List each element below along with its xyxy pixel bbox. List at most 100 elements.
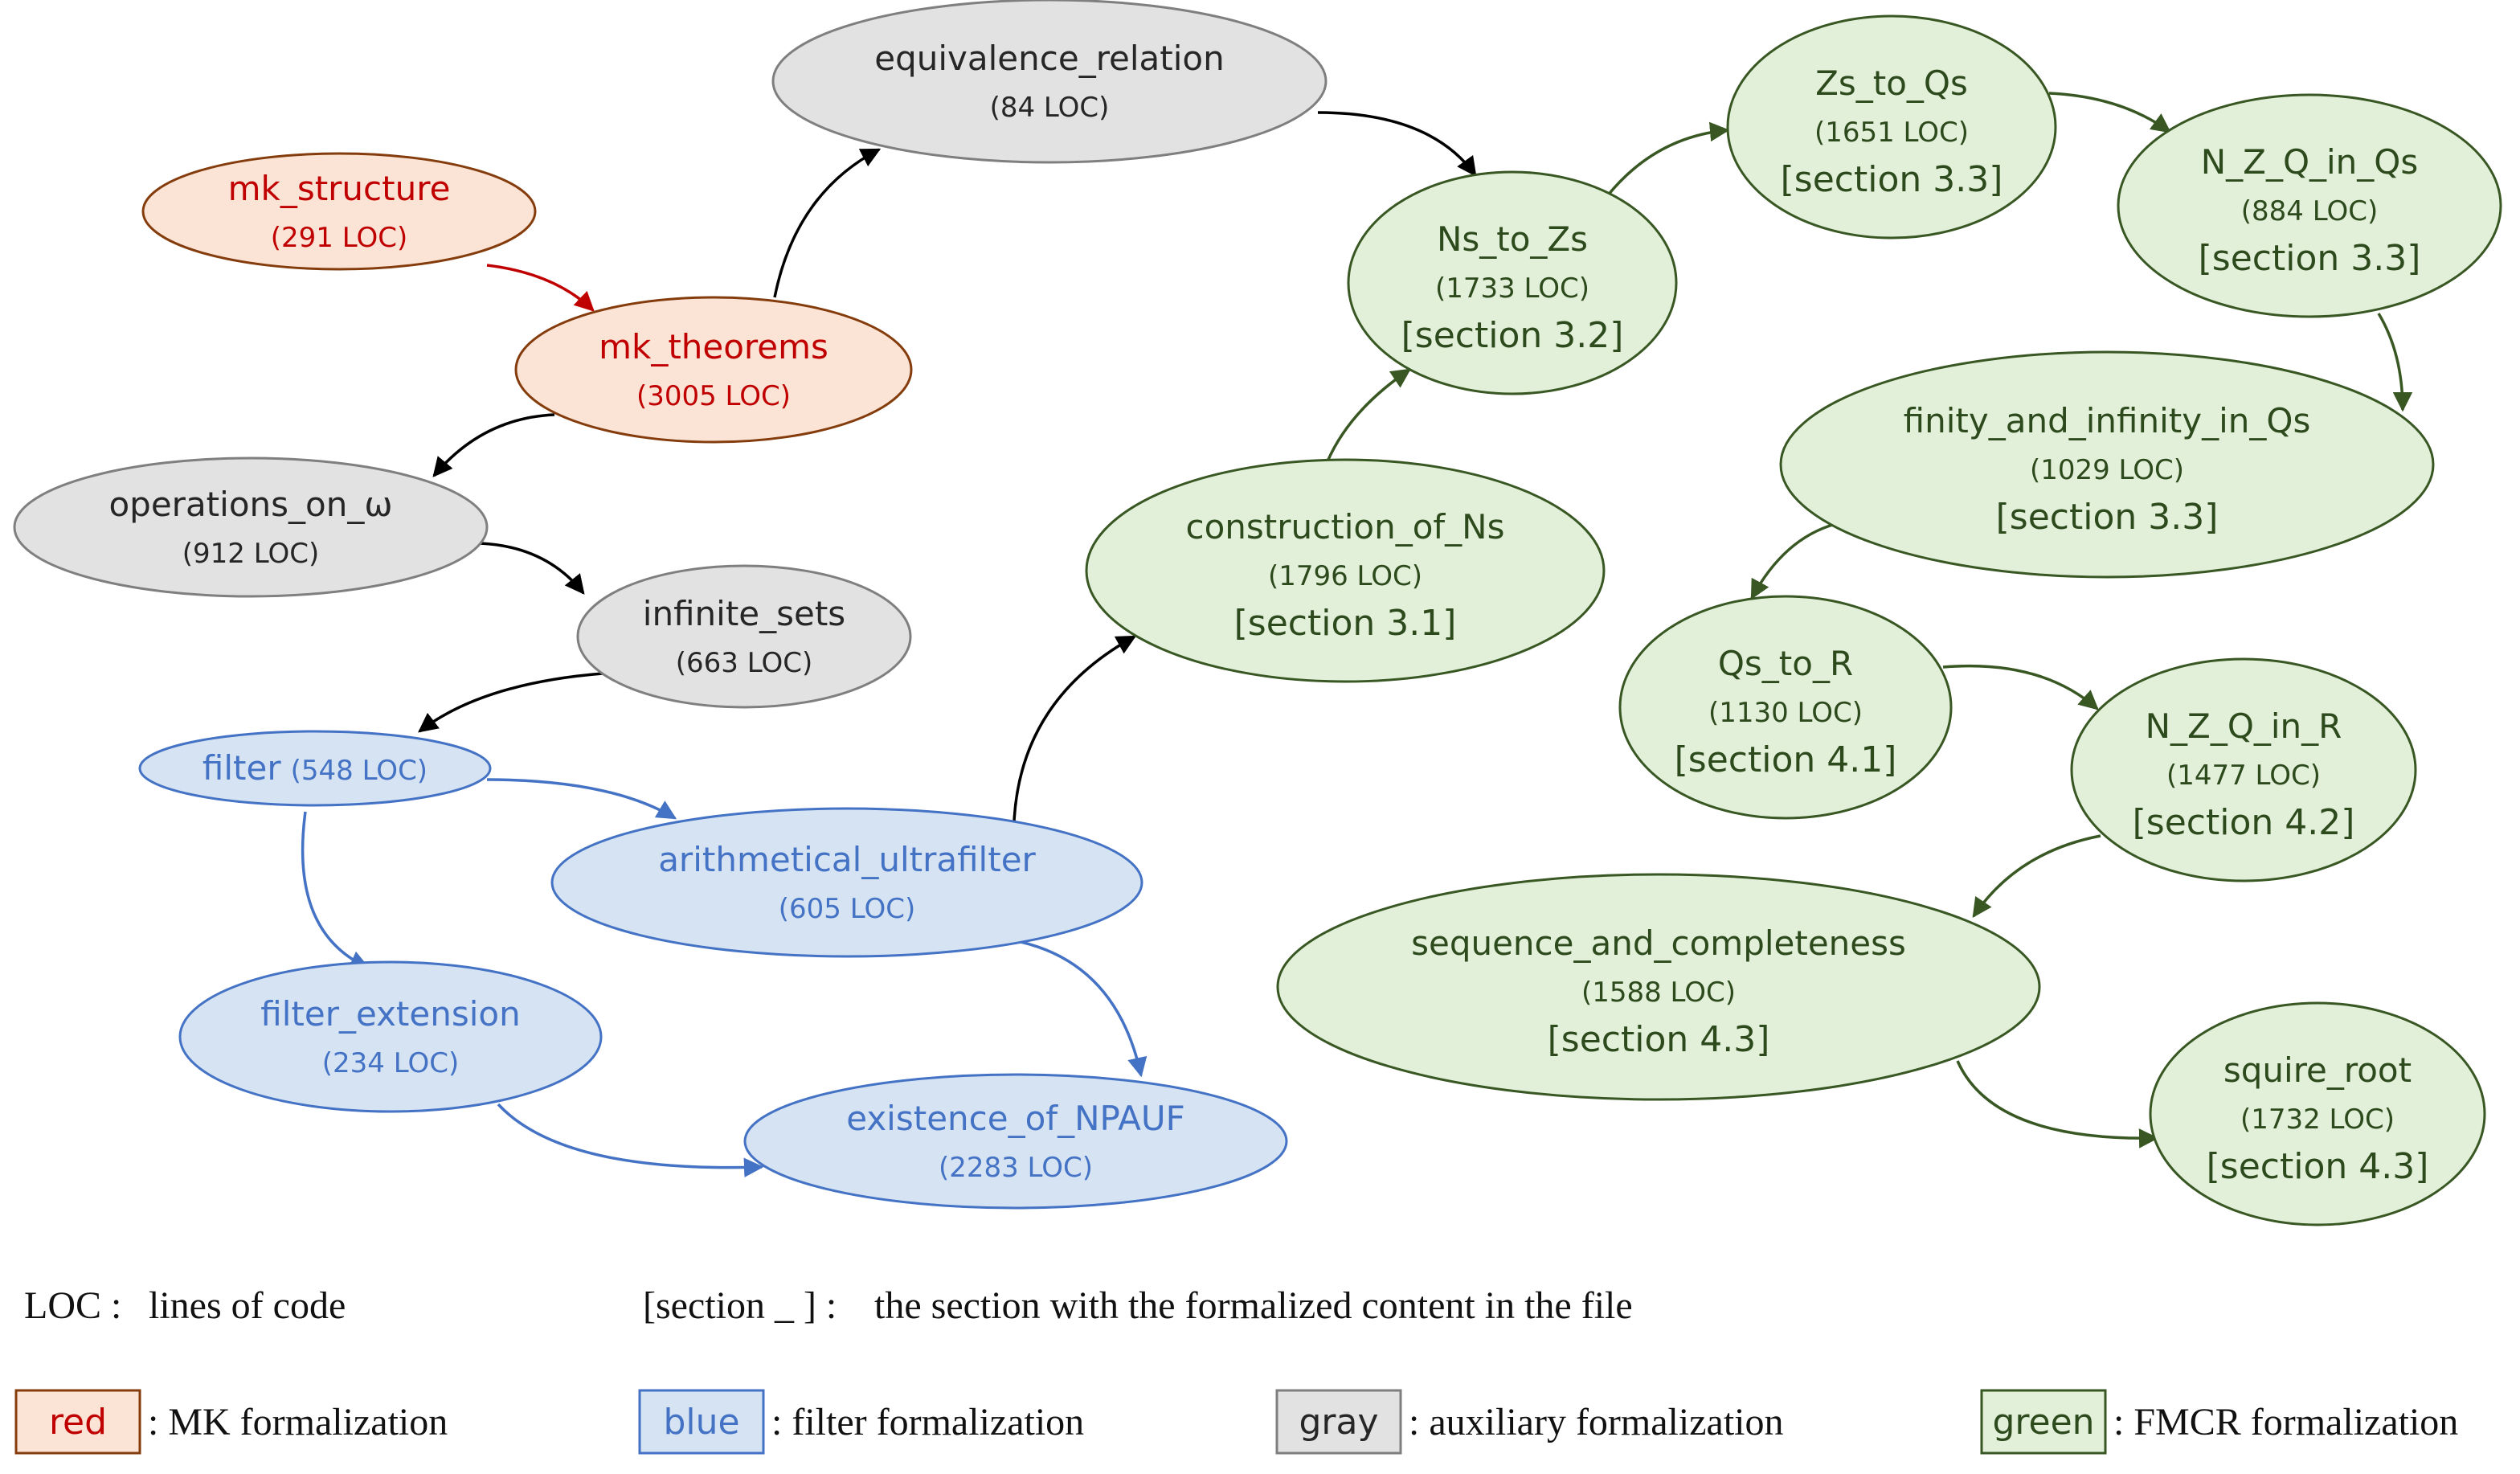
node-name-mk_theorems: mk_theorems bbox=[599, 327, 828, 366]
edge-arithmetical_ultrafilter-to-existence_of_NPAUF bbox=[1020, 940, 1148, 1078]
node-shape-Qs_to_R bbox=[1618, 595, 1953, 820]
node-name-Zs_to_Qs: Zs_to_Qs bbox=[1815, 63, 1968, 103]
node-Qs_to_R: Qs_to_R(1130 LOC)[section 4.1] bbox=[1618, 595, 1953, 820]
node-arithmetical_ultrafilter: arithmetical_ultrafilter(605 LOC) bbox=[550, 807, 1143, 958]
node-shape-Ns_to_Zs bbox=[1347, 170, 1678, 395]
legend-desc-blue: : filter formalization bbox=[771, 1401, 1084, 1443]
node-section-N_Z_Q_in_Qs: [section 3.3] bbox=[2199, 238, 2421, 279]
edge-operations_on_omega-to-infinite_sets bbox=[480, 542, 585, 595]
node-loc-filter: (548 LOC) bbox=[291, 755, 428, 787]
node-shape-existence_of_NPAUF bbox=[743, 1073, 1288, 1210]
node-shape-N_Z_Q_in_R bbox=[2070, 657, 2417, 882]
edge-filter-to-filter_extension bbox=[301, 811, 370, 970]
node-loc-Qs_to_R: (1130 LOC) bbox=[1708, 697, 1863, 729]
node-equivalence_relation: equivalence_relation (84 LOC) bbox=[771, 0, 1328, 164]
node-loc-Ns_to_Zs: (1733 LOC) bbox=[1435, 272, 1589, 305]
node-shape-squire_root bbox=[2149, 1001, 2486, 1226]
node-loc-arithmetical_ultrafilter: (605 LOC) bbox=[779, 893, 915, 925]
edge-N_Z_Q_in_R-to-sequence_and_completeness bbox=[1972, 834, 2101, 919]
legend-swatch-label-blue: blue bbox=[663, 1402, 739, 1443]
node-loc-sequence_and_completeness: (1588 LOC) bbox=[1581, 977, 1736, 1009]
legend-swatch-green bbox=[1980, 1389, 2107, 1455]
node-name-filter: filter bbox=[202, 748, 281, 788]
node-loc-operations_on_omega: (912 LOC) bbox=[182, 538, 319, 570]
node-section-Ns_to_Zs: [section 3.2] bbox=[1401, 315, 1624, 356]
node-name-infinite_sets: infinite_sets bbox=[643, 594, 845, 633]
node-name-N_Z_Q_in_Qs: N_Z_Q_in_Qs bbox=[2201, 142, 2418, 182]
node-name-sequence_and_completeness: sequence_and_completeness bbox=[1411, 923, 1906, 963]
edge-filter_extension-to-existence_of_NPAUF bbox=[497, 1103, 764, 1177]
legend-item-blue: blue : filter formalization bbox=[638, 1389, 1084, 1455]
edge-Ns_to_Zs-to-Zs_to_Qs bbox=[1606, 121, 1730, 198]
node-shape-filter_extension bbox=[178, 960, 603, 1113]
node-Zs_to_Qs: Zs_to_Qs (1651 LOC) [section 3.3] bbox=[1726, 14, 2057, 240]
node-filter: filter (548 LOC) bbox=[138, 730, 492, 807]
node-loc-infinite_sets: (663 LOC) bbox=[676, 647, 812, 679]
node-shape-equivalence_relation bbox=[771, 0, 1328, 164]
legend-desc-gray: : auxiliary formalization bbox=[1409, 1401, 1784, 1443]
node-existence_of_NPAUF: existence_of_NPAUF (2283 LOC) bbox=[743, 1073, 1288, 1210]
node-loc-squire_root: (1732 LOC) bbox=[2240, 1103, 2395, 1136]
node-name-Qs_to_R: Qs_to_R bbox=[1718, 644, 1853, 683]
legend-swatch-label-red: red bbox=[49, 1402, 107, 1443]
node-section-finity_and_infinity_in_Qs: [section 3.3] bbox=[1996, 497, 2219, 538]
node-finity_and_infinity_in_Qs: finity_and_infinity_in_Qs(1029 LOC)[sect… bbox=[1779, 350, 2435, 579]
node-shape-mk_structure bbox=[141, 152, 537, 271]
edges-layer bbox=[301, 92, 2413, 1177]
node-construction_of_Ns: construction_of_Ns(1796 LOC)[section 3.1… bbox=[1085, 458, 1606, 683]
node-name-operations_on_omega: operations_on_ω bbox=[108, 485, 392, 524]
node-name-finity_and_infinity_in_Qs: finity_and_infinity_in_Qs bbox=[1904, 401, 2311, 440]
legend-item-gray: gray : auxiliary formalization bbox=[1275, 1389, 1784, 1455]
node-shape-mk_theorems bbox=[514, 296, 913, 444]
edge-N_Z_Q_in_Qs-to-finity_and_infinity_in_Qs bbox=[2377, 313, 2413, 412]
legend-item-green: green : FMCR formalization bbox=[1980, 1389, 2458, 1455]
node-section-squire_root: [section 4.3] bbox=[2207, 1146, 2429, 1187]
edge-filter-to-arithmetical_ultrafilter bbox=[486, 778, 677, 820]
legend-section-desc: the section with the formalized content … bbox=[874, 1284, 1633, 1327]
edge-infinite_sets-to-filter bbox=[418, 672, 603, 733]
node-loc-N_Z_Q_in_Qs: (884 LOC) bbox=[2241, 195, 2378, 227]
node-shape-finity_and_infinity_in_Qs bbox=[1779, 350, 2435, 579]
node-shape-construction_of_Ns bbox=[1085, 458, 1606, 683]
node-name-squire_root: squire_root bbox=[2223, 1050, 2412, 1090]
node-shape-operations_on_omega bbox=[13, 457, 489, 598]
edge-Qs_to_R-to-N_Z_Q_in_R bbox=[1942, 664, 2099, 710]
node-section-Zs_to_Qs: [section 3.3] bbox=[1781, 159, 2003, 200]
edge-construction_of_Ns-to-Ns_to_Zs bbox=[1326, 368, 1412, 462]
node-loc-mk_structure: (291 LOC) bbox=[271, 222, 407, 254]
edge-sequence_and_completeness-to-squire_root bbox=[1956, 1060, 2159, 1148]
node-sequence_and_completeness: sequence_and_completeness (1588 LOC) [sect… bbox=[1276, 873, 2041, 1101]
node-name-filter_extension: filter_extension bbox=[260, 994, 520, 1034]
legend-loc-desc: lines of code bbox=[149, 1284, 346, 1327]
node-label-filter: filter (548 LOC) bbox=[202, 748, 428, 788]
legend: LOC : lines of code [section _ ] : the s… bbox=[14, 1284, 2458, 1455]
node-section-sequence_and_completeness: [section 4.3] bbox=[1548, 1019, 1770, 1060]
node-shape-filter bbox=[138, 730, 492, 807]
legend-swatch-label-green: green bbox=[1992, 1402, 2094, 1443]
node-loc-existence_of_NPAUF: (2283 LOC) bbox=[939, 1152, 1093, 1184]
legend-swatch-gray bbox=[1275, 1389, 1402, 1455]
node-name-equivalence_relation: equivalence_relation bbox=[874, 39, 1224, 78]
legend-section-key: [section _ ] : bbox=[643, 1284, 837, 1327]
legend-loc-key: LOC : bbox=[24, 1284, 121, 1327]
edge-mk_theorems-to-operations_on_omega bbox=[432, 413, 555, 477]
node-shape-Zs_to_Qs bbox=[1726, 14, 2057, 240]
node-shape-N_Z_Q_in_Qs bbox=[2117, 93, 2502, 318]
legend-desc-red: : MK formalization bbox=[148, 1401, 448, 1443]
node-loc-Zs_to_Qs: (1651 LOC) bbox=[1814, 117, 1969, 149]
node-squire_root: squire_root (1732 LOC) [section 4.3] bbox=[2149, 1001, 2486, 1226]
edge-mk_theorems-to-equivalence_relation bbox=[773, 148, 882, 298]
node-shape-sequence_and_completeness bbox=[1276, 873, 2041, 1101]
node-infinite_sets: infinite_sets (663 LOC) bbox=[576, 564, 912, 709]
edge-Zs_to_Qs-to-N_Z_Q_in_Qs bbox=[2048, 92, 2171, 133]
node-Ns_to_Zs: Ns_to_Zs(1733 LOC)[section 3.2] bbox=[1347, 170, 1678, 395]
node-shape-infinite_sets bbox=[576, 564, 912, 709]
node-loc-equivalence_relation: (84 LOC) bbox=[990, 92, 1110, 124]
node-name-existence_of_NPAUF: existence_of_NPAUF bbox=[846, 1099, 1185, 1138]
node-name-N_Z_Q_in_R: N_Z_Q_in_R bbox=[2146, 706, 2342, 746]
node-loc-N_Z_Q_in_R: (1477 LOC) bbox=[2166, 760, 2321, 792]
edge-equivalence_relation-to-Ns_to_Zs bbox=[1317, 111, 1477, 177]
node-section-N_Z_Q_in_R: [section 4.2] bbox=[2133, 802, 2355, 843]
node-name-construction_of_Ns: construction_of_Ns bbox=[1186, 507, 1505, 547]
